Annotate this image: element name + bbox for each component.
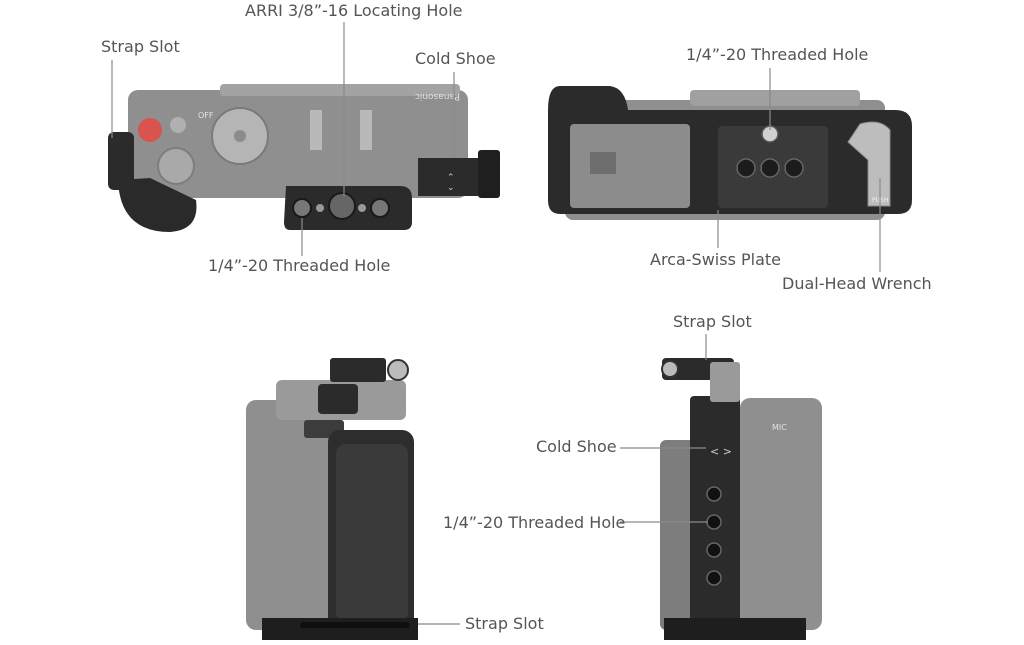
brand-text: Panasonic bbox=[415, 91, 460, 101]
svg-text:⌃: ⌃ bbox=[447, 173, 455, 183]
label-cold-shoe-top-left: Cold Shoe bbox=[415, 49, 496, 68]
label-strap-slot-bottom-right: Strap Slot bbox=[673, 312, 752, 331]
leader-lines bbox=[111, 22, 881, 625]
label-arca-swiss-plate: Arca-Swiss Plate bbox=[650, 250, 782, 269]
top-view-camera: OFF Panasonic ⌃ ⌄ bbox=[108, 84, 500, 232]
record-button bbox=[138, 118, 162, 142]
camera-side-body-right bbox=[740, 398, 822, 630]
cage-base-plate bbox=[262, 618, 418, 640]
side-view-grip bbox=[246, 358, 418, 640]
cage-base-plate-right bbox=[664, 618, 806, 640]
svg-text:⌄: ⌄ bbox=[447, 183, 455, 193]
label-strap-slot-bottom-left: Strap Slot bbox=[465, 614, 544, 633]
cage-arrow-text: < > bbox=[710, 445, 732, 458]
camera-side-body bbox=[246, 400, 336, 630]
label-threaded-hole-top-left: 1/4”-20 Threaded Hole bbox=[208, 256, 391, 275]
bottom-view-camera: PUSH bbox=[548, 86, 912, 220]
camera-body bbox=[128, 90, 468, 198]
label-threaded-hole-top-right: 1/4”-20 Threaded Hole bbox=[686, 45, 869, 64]
label-strap-slot-top-left: Strap Slot bbox=[101, 37, 180, 56]
label-arri-locating-hole: ARRI 3/8”-16 Locating Hole bbox=[245, 1, 463, 20]
cage-side-rail bbox=[690, 396, 740, 630]
camera-grip bbox=[118, 178, 197, 232]
dial-off-text: OFF bbox=[198, 111, 214, 120]
label-cold-shoe-bottom-right: Cold Shoe bbox=[536, 437, 617, 456]
cage-side bbox=[108, 132, 134, 190]
label-threaded-hole-bottom-right: 1/4”-20 Threaded Hole bbox=[443, 513, 626, 532]
label-dual-head-wrench: Dual-Head Wrench bbox=[782, 274, 932, 293]
mic-text: MIC bbox=[772, 423, 787, 432]
side-view-cage: < > MIC bbox=[660, 358, 822, 640]
